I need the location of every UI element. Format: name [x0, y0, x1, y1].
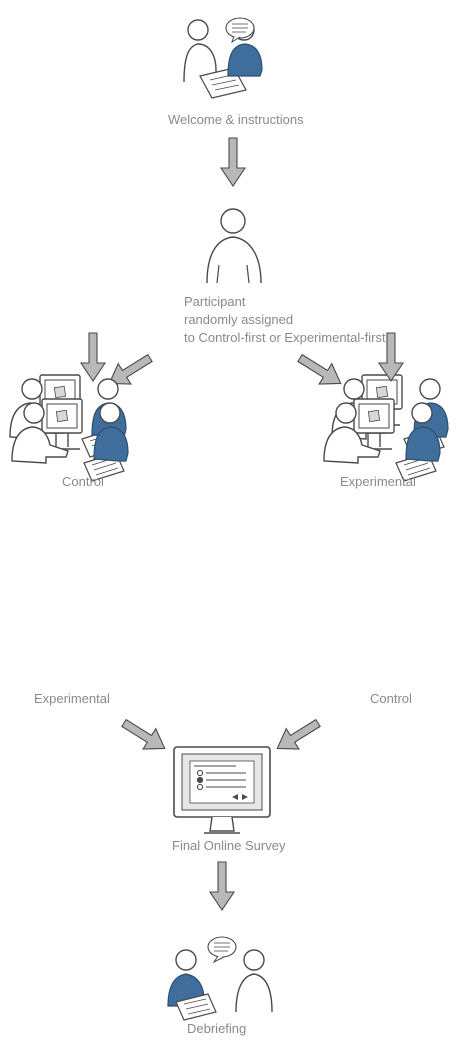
arrow-down-right [293, 347, 348, 395]
debriefing-label: Debriefing [187, 1021, 247, 1036]
session-right-second-icon [323, 398, 441, 482]
session-left-second-icon [11, 398, 129, 482]
debriefing-icon [167, 936, 273, 1021]
participant-label-line-3: to Control-first or Experimental-first [184, 330, 386, 345]
left-second-label: Experimental [34, 691, 110, 706]
left-first-label: Control [62, 474, 104, 489]
survey-label: Final Online Survey [172, 838, 286, 853]
arrow-down-4 [209, 861, 235, 911]
participant-icon [206, 208, 262, 284]
survey-monitor-icon [173, 746, 271, 834]
right-second-label: Control [370, 691, 412, 706]
arrow-down-1 [220, 137, 246, 187]
welcome-icon [183, 17, 263, 99]
welcome-label: Welcome & instructions [168, 112, 304, 127]
right-first-label: Experimental [340, 474, 416, 489]
participant-label-line-1: Participant [184, 294, 246, 309]
arrow-down-2 [80, 332, 106, 382]
arrow-to-survey-right [270, 712, 325, 760]
arrow-to-survey-left [117, 712, 172, 760]
participant-label-line-2: randomly assigned [184, 312, 294, 327]
